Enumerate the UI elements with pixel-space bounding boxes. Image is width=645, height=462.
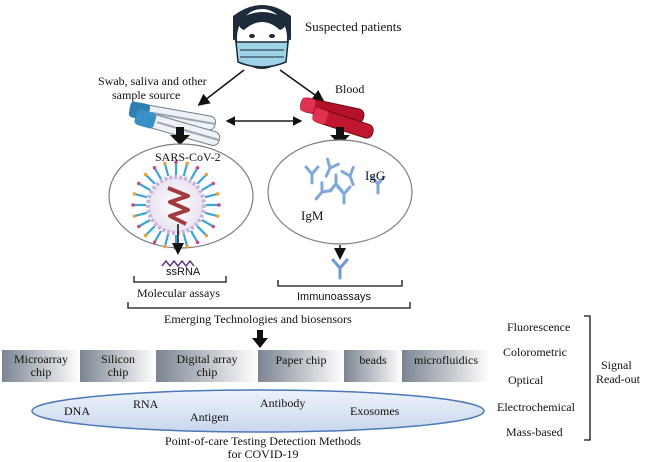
virus-spike bbox=[139, 183, 151, 191]
immunoassays-label: Immunoassays bbox=[297, 291, 371, 303]
virus-spike-tip bbox=[136, 224, 141, 229]
immuno-bracket bbox=[277, 280, 403, 287]
antibody-y-icon bbox=[340, 165, 355, 186]
molecular-bracket bbox=[133, 276, 227, 283]
igg-label: IgG bbox=[365, 168, 386, 183]
virus-spike bbox=[190, 168, 198, 180]
virus-spike-tip bbox=[215, 214, 220, 218]
virus-spike bbox=[201, 219, 213, 227]
virus-spike-tip bbox=[163, 161, 167, 166]
footer-line-2: for COVID-19 bbox=[227, 447, 299, 461]
combined-bracket bbox=[127, 302, 411, 309]
readout-electrochemical: Electrochemical bbox=[497, 400, 575, 414]
virus-spike-tip bbox=[132, 192, 137, 196]
antibody-icon bbox=[331, 258, 349, 280]
readout-colorometric: Colorometric bbox=[503, 345, 567, 359]
signal-label-2: Read-out bbox=[596, 372, 640, 386]
arrow-to-blood bbox=[279, 69, 325, 102]
analyte-antigen: Antigen bbox=[190, 410, 229, 424]
analyte-rna: RNA bbox=[133, 397, 159, 411]
antibody-y-icon bbox=[304, 165, 320, 185]
virus-spike-tip bbox=[195, 165, 200, 170]
virus-spike-tip bbox=[163, 244, 167, 249]
virus-spike-tip bbox=[204, 233, 209, 238]
virus-spike-tip bbox=[143, 233, 148, 238]
virus-spike bbox=[182, 233, 188, 246]
virus-spike bbox=[135, 193, 148, 199]
virus-spike bbox=[135, 211, 148, 217]
virus-spike bbox=[182, 164, 188, 177]
swab-tubes-icon bbox=[128, 101, 221, 146]
virus-spike bbox=[196, 225, 207, 236]
igm-label: IgM bbox=[301, 208, 324, 223]
ssrna-icon bbox=[161, 259, 195, 268]
blood-tubes-icon bbox=[300, 97, 374, 139]
down-arrow-left bbox=[170, 127, 190, 145]
analyte-dna: DNA bbox=[64, 404, 90, 418]
antibody-y-icon bbox=[324, 157, 340, 178]
patient-face-icon bbox=[233, 5, 291, 69]
virus-spike bbox=[145, 174, 156, 185]
tech-beads: beads bbox=[344, 350, 402, 382]
sample-source-label-2: sample source bbox=[112, 88, 181, 102]
emerging-tech-label: Emerging Technologies and biosensors bbox=[164, 312, 352, 326]
readout-mass-based: Mass-based bbox=[506, 425, 563, 439]
virus-spike bbox=[201, 183, 213, 191]
readout-optical: Optical bbox=[508, 373, 544, 387]
blood-label: Blood bbox=[335, 82, 365, 96]
virus-spike-tip bbox=[211, 224, 216, 229]
virus-spike-tip bbox=[195, 240, 200, 245]
virus-spike bbox=[164, 233, 170, 246]
down-arrow-bar bbox=[252, 330, 268, 348]
tech-microfluidics: microfluidics bbox=[402, 350, 490, 382]
suspected-patients-label: Suspected patients bbox=[305, 19, 402, 34]
virus-spike bbox=[204, 211, 217, 217]
virus-spike bbox=[154, 230, 162, 242]
virus-spike bbox=[196, 174, 207, 185]
virus-spike-tip bbox=[185, 161, 189, 166]
down-arrow-right bbox=[330, 127, 350, 145]
virus-spike-tip bbox=[204, 172, 209, 177]
virus-spike-tip bbox=[215, 192, 220, 196]
footer-line-1: Point-of-care Testing Detection Methods bbox=[165, 434, 361, 448]
arrow-to-swab bbox=[197, 69, 245, 106]
virus-spike-tip bbox=[136, 181, 141, 186]
virus-icon bbox=[131, 160, 221, 255]
tech-paper-chip: Paper chip bbox=[258, 350, 344, 382]
virus-spike-tip bbox=[152, 240, 157, 245]
antibody-y-icon bbox=[370, 175, 386, 195]
virus-spike-tip bbox=[143, 172, 148, 177]
virus-spike bbox=[190, 230, 198, 242]
virus-spike bbox=[139, 219, 151, 227]
sars-cov-2-label: SARS-CoV-2 bbox=[155, 150, 221, 164]
readout-fluorescence: Fluorescence bbox=[507, 320, 571, 334]
analyte-exosomes: Exosomes bbox=[350, 404, 400, 418]
virus-spike-tip bbox=[131, 203, 135, 207]
molecular-assays-label: Molecular assays bbox=[137, 286, 220, 300]
sample-source-label-1: Swab, saliva and other bbox=[98, 74, 207, 88]
virus-spike-tip bbox=[211, 181, 216, 186]
signal-bracket bbox=[584, 315, 591, 441]
antibody-y-icon bbox=[328, 173, 344, 193]
antibody-circle bbox=[267, 139, 413, 245]
virus-spike-tip bbox=[152, 165, 157, 170]
analyte-antibody: Antibody bbox=[260, 396, 306, 410]
virus-spike-tip bbox=[174, 160, 178, 164]
virus-spike bbox=[145, 225, 156, 236]
virus-spike bbox=[204, 193, 217, 199]
virus-spike bbox=[154, 168, 162, 180]
virus-spike bbox=[164, 164, 170, 177]
signal-label-1: Signal bbox=[601, 358, 632, 372]
virus-spike-tip bbox=[132, 214, 137, 218]
virus-spike-tip bbox=[217, 203, 221, 207]
virus-spike-tip bbox=[185, 244, 189, 249]
analyte-ellipse bbox=[31, 389, 485, 433]
antibody-cluster-icon bbox=[304, 157, 386, 205]
ssrna-label: ssRNA bbox=[166, 266, 201, 278]
